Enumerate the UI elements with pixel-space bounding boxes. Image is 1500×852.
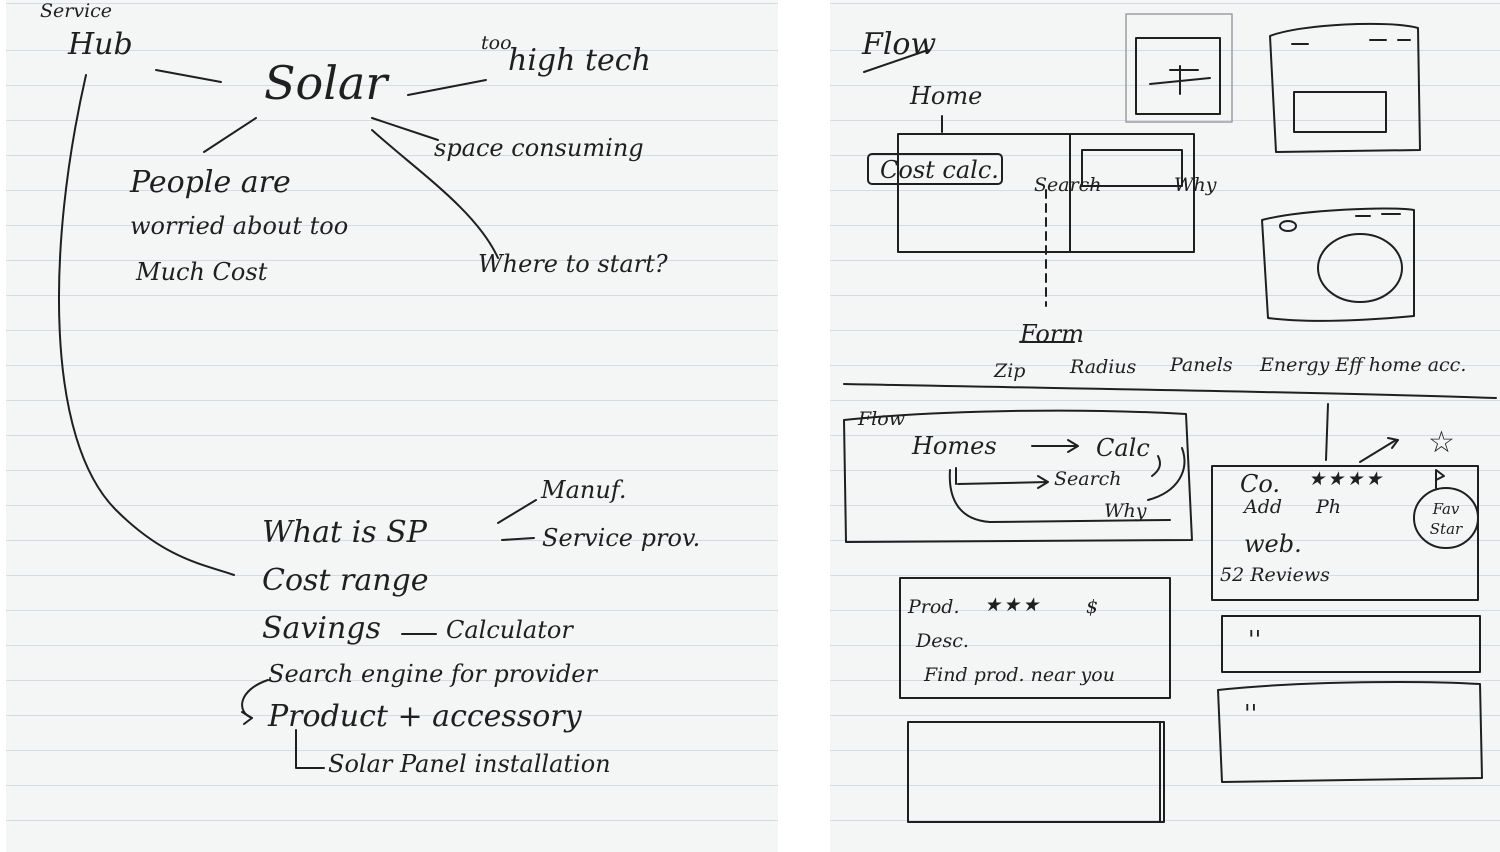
left-notebook-page: Service Hub Solar too high tech space co… bbox=[6, 0, 778, 852]
where-to-start-label: Where to start? bbox=[478, 250, 668, 278]
solar-heading: Solar bbox=[264, 56, 388, 110]
card-co: Co. bbox=[1240, 470, 1281, 498]
people-line-3: Much Cost bbox=[136, 258, 268, 286]
high-tech-label: high tech bbox=[508, 43, 651, 78]
flow-title: Flow bbox=[862, 27, 937, 62]
prod-label: Prod. bbox=[908, 596, 960, 618]
flow2-search: Search bbox=[1054, 468, 1122, 490]
service-prov-label: Service prov. bbox=[542, 524, 701, 552]
card-add: Add bbox=[1244, 496, 1283, 518]
savings-label: Savings bbox=[262, 611, 381, 646]
form-field-radius: Radius bbox=[1070, 356, 1137, 378]
space-consuming-label: space consuming bbox=[434, 134, 644, 162]
card-stars: ★★★★ bbox=[1308, 468, 1385, 490]
search-engine-label: Search engine for provider bbox=[268, 660, 597, 688]
card-reviews: 52 Reviews bbox=[1220, 564, 1330, 586]
flow2-homes: Homes bbox=[912, 432, 997, 460]
hub-label: Hub bbox=[68, 27, 133, 62]
form-field-zip: Zip bbox=[994, 360, 1026, 382]
flow2-why: Why bbox=[1104, 500, 1147, 522]
cost-range-label: Cost range bbox=[262, 563, 429, 598]
people-line-1: People are bbox=[130, 165, 291, 200]
home-label: Home bbox=[910, 82, 983, 110]
arrow-icon bbox=[1359, 437, 1399, 463]
prod-desc: Desc. bbox=[916, 630, 969, 652]
search-label: Search bbox=[1034, 174, 1102, 196]
product-accessory-label: Product + accessory bbox=[268, 699, 582, 734]
quote-box-1-marks: '' bbox=[1248, 626, 1262, 654]
form-title: Form bbox=[1020, 320, 1085, 348]
what-is-sp-label: What is SP bbox=[262, 515, 427, 550]
service-label: Service bbox=[40, 0, 113, 22]
solar-panel-installation-label: Solar Panel installation bbox=[328, 750, 611, 778]
form-field-energy-eff: Energy Eff home acc. bbox=[1260, 354, 1467, 376]
why-label: Why bbox=[1174, 174, 1217, 196]
quote-box-2-marks: '' bbox=[1244, 700, 1258, 728]
card-ph: Ph bbox=[1316, 496, 1342, 518]
fav-star-button: Fav Star bbox=[1429, 500, 1463, 538]
card-web: web. bbox=[1244, 530, 1302, 558]
calculator-label: Calculator bbox=[446, 616, 573, 644]
flow2-title: Flow bbox=[858, 408, 905, 430]
right-wireframe-lines bbox=[843, 13, 1497, 823]
prod-find: Find prod. near you bbox=[924, 664, 1115, 686]
right-notebook-page: ☆ Flow Home Cost calc. Search Why Form Z… bbox=[830, 0, 1500, 852]
prod-stars: ★★★ bbox=[984, 594, 1042, 616]
form-field-panels: Panels bbox=[1170, 354, 1233, 376]
prod-price: $ bbox=[1086, 596, 1099, 618]
cost-calc-button: Cost calc. bbox=[880, 156, 999, 184]
star-icon: ☆ bbox=[1428, 425, 1455, 460]
flag-icon bbox=[1435, 469, 1445, 489]
flow2-calc: Calc bbox=[1096, 434, 1150, 462]
too-label: too bbox=[481, 32, 512, 54]
manuf-label: Manuf. bbox=[541, 476, 627, 504]
people-line-2: worried about too bbox=[130, 212, 349, 240]
